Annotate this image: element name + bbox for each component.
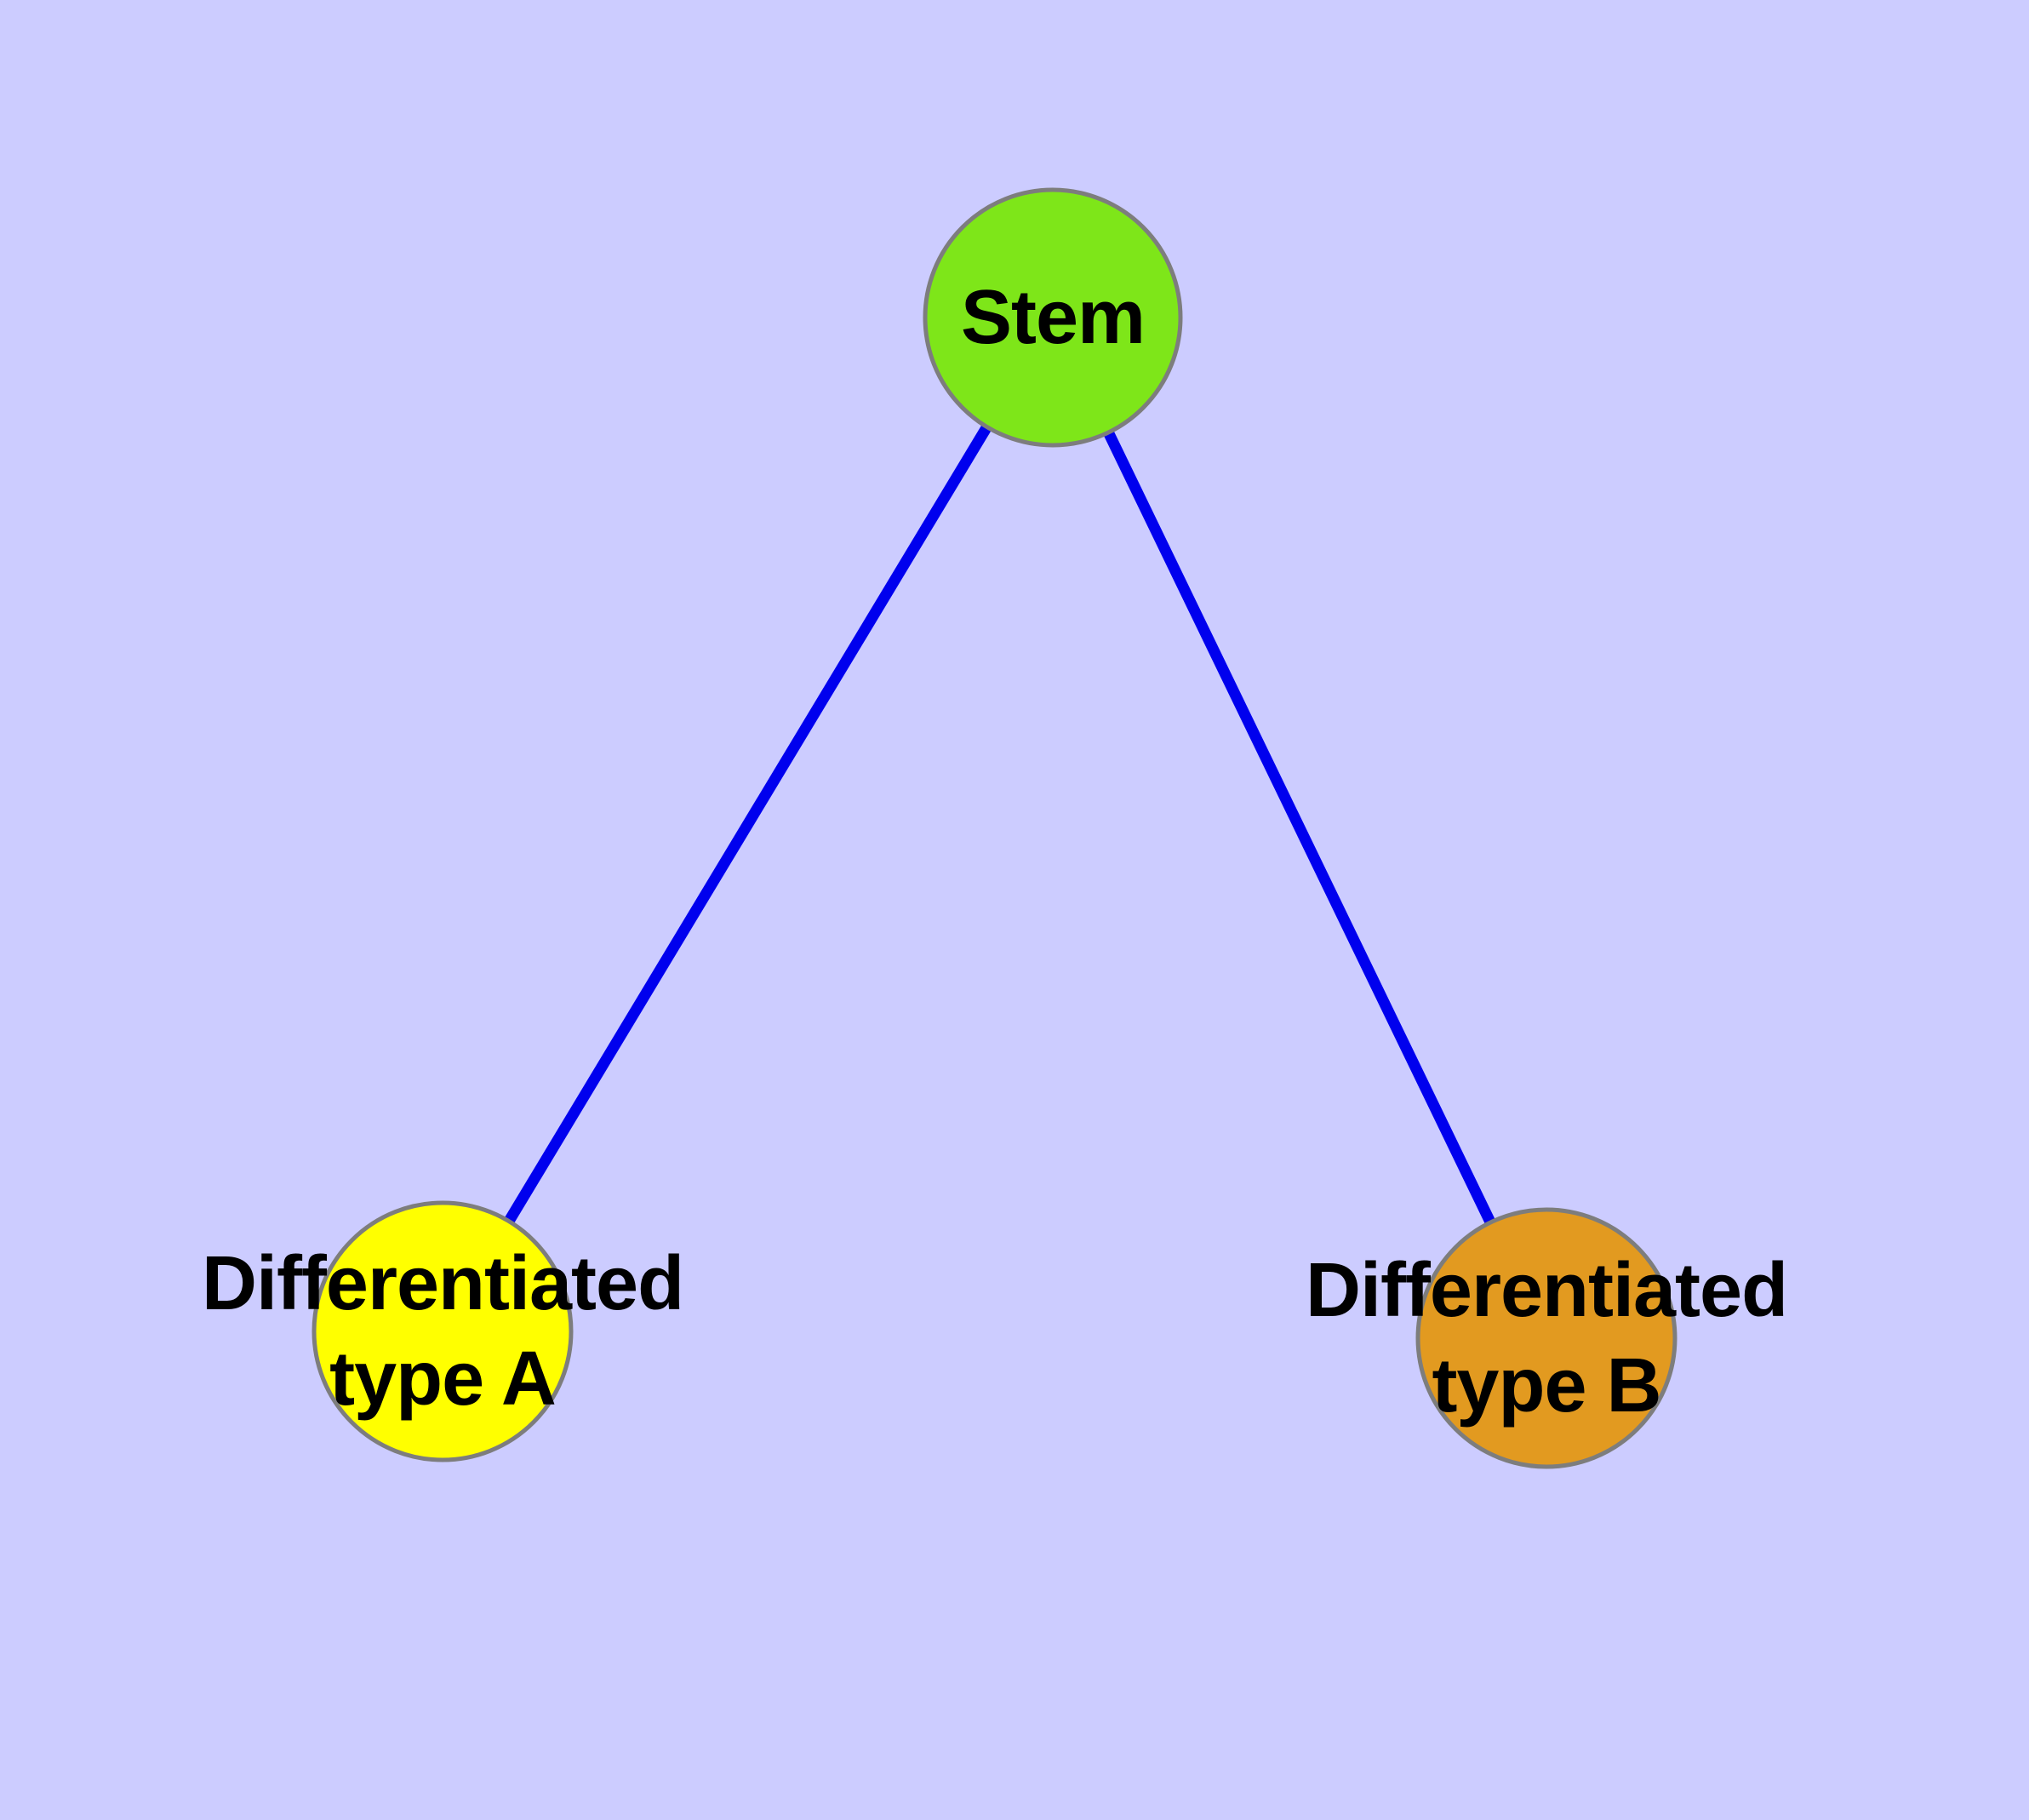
node-label-differentiated-type-b: Differentiated type B [1305, 1248, 1788, 1428]
edge-stem-to-type-a [437, 314, 1058, 1335]
edge-stem-to-type-b [1048, 315, 1552, 1341]
node-circle-stem [923, 187, 1183, 448]
node-label-differentiated-type-a: Differentiated type A [201, 1241, 684, 1422]
node-circle-type-a [311, 1200, 574, 1462]
node-circle-type-b [1415, 1207, 1677, 1469]
node-label-stem: Stem [960, 275, 1146, 360]
